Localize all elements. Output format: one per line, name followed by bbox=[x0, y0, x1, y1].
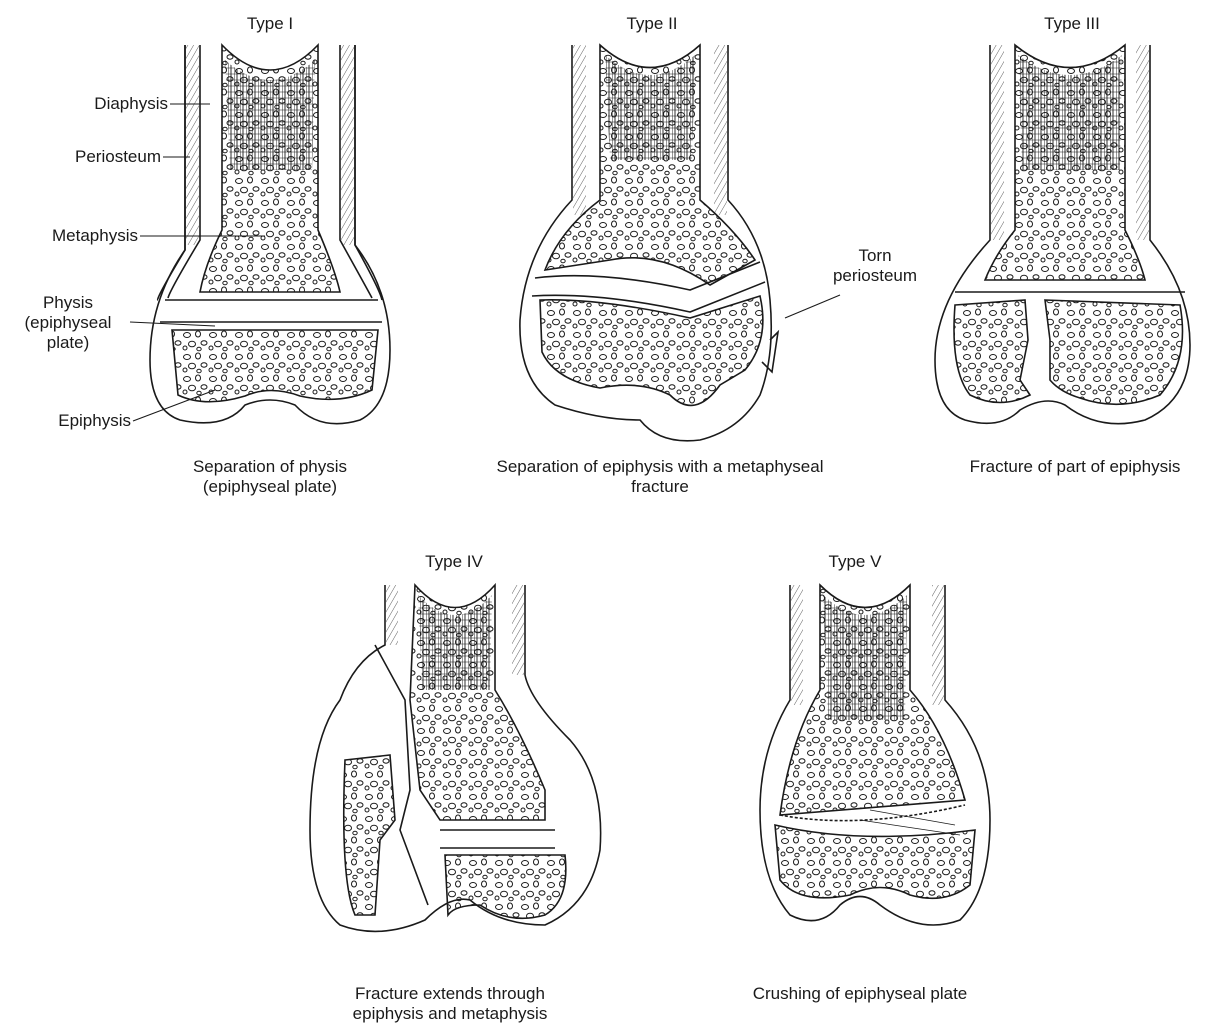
type-4-caption: Fracture extends through epiphysis and m… bbox=[300, 984, 600, 1024]
label-physis-line-2: (epiphyseal bbox=[8, 313, 128, 333]
type-3-caption: Fracture of part of epiphysis bbox=[935, 457, 1215, 477]
type-3-title: Type III bbox=[1032, 14, 1112, 34]
type-5-bone-drawing bbox=[760, 585, 990, 925]
type-2-caption: Separation of epiphysis with a metaphyse… bbox=[430, 457, 890, 497]
type-4-bone-drawing bbox=[310, 585, 601, 931]
label-physis-line-1: Physis bbox=[8, 293, 128, 313]
label-torn-periosteum: Torn periosteum bbox=[820, 246, 930, 286]
type-3-bone-drawing bbox=[935, 45, 1190, 424]
type-1-caption-line-1: Separation of physis bbox=[130, 457, 410, 477]
label-diaphysis: Diaphysis bbox=[40, 94, 168, 114]
type-5-title: Type V bbox=[815, 552, 895, 572]
type-1-title: Type I bbox=[230, 14, 310, 34]
type-1-bone-drawing bbox=[150, 45, 390, 424]
type-4-title: Type IV bbox=[414, 552, 494, 572]
type-1-caption-line-2: (epiphyseal plate) bbox=[130, 477, 410, 497]
type-5-caption-line-1: Crushing of epiphyseal plate bbox=[700, 984, 1020, 1004]
label-metaphysis: Metaphysis bbox=[20, 226, 138, 246]
type-2-bone-drawing bbox=[520, 45, 778, 441]
type-2-caption-line-1: Separation of epiphysis with a metaphyse… bbox=[430, 457, 890, 477]
type-3-caption-line-1: Fracture of part of epiphysis bbox=[935, 457, 1215, 477]
label-torn-periosteum-line-2: periosteum bbox=[820, 266, 930, 286]
type-5-caption: Crushing of epiphyseal plate bbox=[700, 984, 1020, 1004]
type-1-caption: Separation of physis (epiphyseal plate) bbox=[130, 457, 410, 497]
label-torn-periosteum-line-1: Torn bbox=[820, 246, 930, 266]
label-physis-line-3: plate) bbox=[8, 333, 128, 353]
label-epiphysis: Epiphysis bbox=[20, 411, 131, 431]
label-periosteum: Periosteum bbox=[30, 147, 161, 167]
type-4-caption-line-2: epiphysis and metaphysis bbox=[300, 1004, 600, 1024]
type-4-caption-line-1: Fracture extends through bbox=[300, 984, 600, 1004]
type-2-caption-line-2: fracture bbox=[430, 477, 890, 497]
type-2-title: Type II bbox=[612, 14, 692, 34]
label-physis: Physis (epiphyseal plate) bbox=[8, 293, 128, 353]
